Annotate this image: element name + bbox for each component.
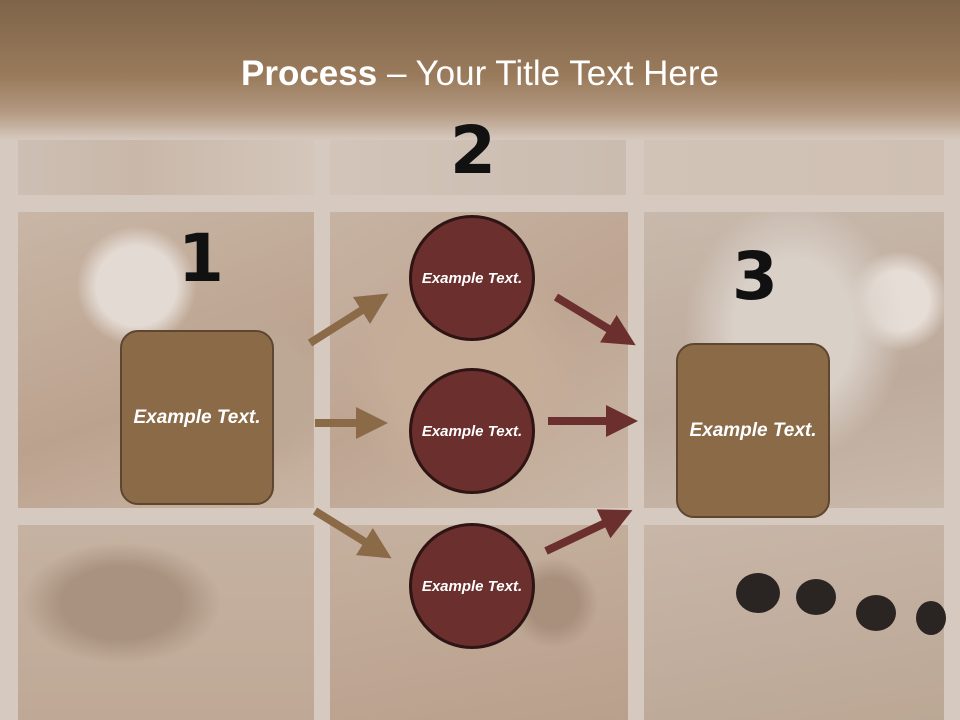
title-banner <box>0 0 960 140</box>
circle-label: Example Text. <box>421 577 523 595</box>
photo-tile <box>18 525 314 720</box>
title-bold: Process <box>241 54 378 93</box>
step-2-circle-middle: Example Text. <box>409 368 535 494</box>
circle-label: Example Text. <box>421 422 523 440</box>
step-number-1: 1 <box>178 220 224 297</box>
step-3-box: Example Text. <box>676 343 830 518</box>
photo-tile <box>644 525 946 720</box>
step-2-circle-top: Example Text. <box>409 215 535 341</box>
step-number-3: 3 <box>732 238 778 315</box>
step-2-circle-bottom: Example Text. <box>409 523 535 649</box>
circle-label: Example Text. <box>421 269 523 287</box>
step-number-2: 2 <box>450 112 496 189</box>
arrow-down-right <box>312 507 392 559</box>
title-rest: – Your Title Text Here <box>377 54 719 93</box>
slide-title: Process – Your Title Text Here <box>0 52 960 96</box>
photo-tile <box>330 140 626 195</box>
arrow-down-right-maroon <box>553 293 636 346</box>
photo-tile <box>18 140 314 195</box>
photo-tile <box>644 140 944 195</box>
arrow-up-right <box>307 293 389 347</box>
step-1-box: Example Text. <box>120 330 274 505</box>
step-1-label: Example Text. <box>133 407 261 428</box>
step-3-label: Example Text. <box>689 420 817 441</box>
arrow-up-right-maroon <box>544 509 633 555</box>
